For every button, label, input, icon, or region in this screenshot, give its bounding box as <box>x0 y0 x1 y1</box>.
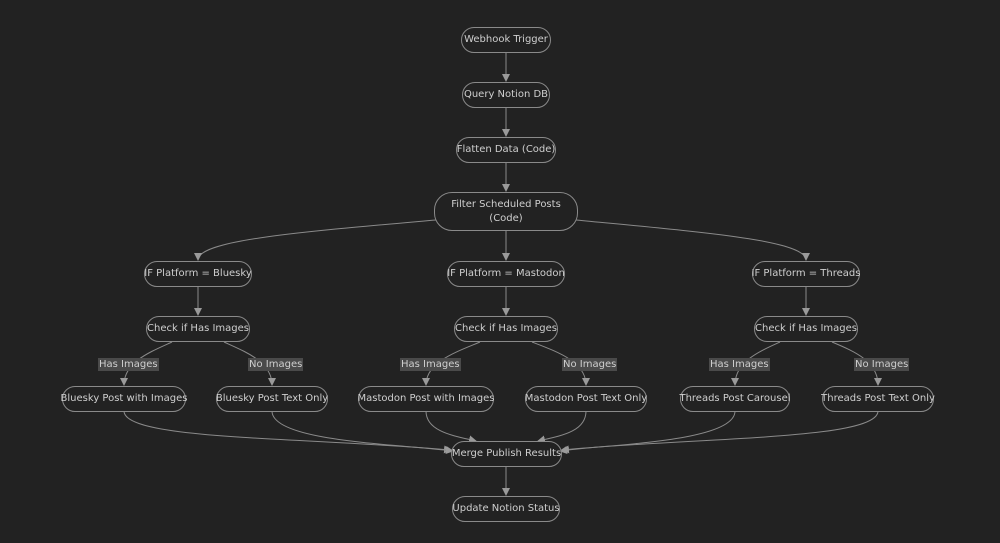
node-check-images-mastodon[interactable]: Check if Has Images <box>454 316 558 342</box>
node-if-platform-threads[interactable]: IF Platform = Threads <box>752 261 860 287</box>
node-threads-post-carousel[interactable]: Threads Post Carousel <box>679 386 791 412</box>
edge-label-mastodon-no-images: No Images <box>562 358 618 371</box>
node-flatten-data[interactable]: Flatten Data (Code) <box>456 137 556 163</box>
edge-threads-carousel-merge <box>559 410 736 454</box>
node-bluesky-post-text-only[interactable]: Bluesky Post Text Only <box>216 386 328 412</box>
node-if-platform-mastodon[interactable]: IF Platform = Mastodon <box>447 261 565 287</box>
edge-label-bluesky-has-images: Has Images <box>98 358 159 371</box>
node-label: Bluesky Post Text Only <box>215 393 329 404</box>
node-label: Flatten Data (Code) <box>456 144 556 155</box>
node-label: (Code) <box>489 212 523 224</box>
node-filter-scheduled-posts[interactable]: Filter Scheduled Posts (Code) <box>434 192 578 231</box>
node-label: Query Notion DB <box>463 89 549 100</box>
node-merge-publish-results[interactable]: Merge Publish Results <box>451 441 562 467</box>
node-label: Bluesky Post with Images <box>60 393 188 404</box>
node-webhook-trigger[interactable]: Webhook Trigger <box>461 27 551 53</box>
node-label: Mastodon Post with Images <box>357 393 495 404</box>
node-label: Check if Has Images <box>755 323 857 334</box>
node-label: IF Platform = Mastodon <box>447 268 565 279</box>
node-label: Threads Post Carousel <box>679 393 791 404</box>
edge-masto-images-merge <box>425 410 477 444</box>
edge-bsky-text-merge <box>271 410 454 455</box>
edge-bsky-images-merge <box>123 410 452 454</box>
node-update-notion-status[interactable]: Update Notion Status <box>452 496 560 522</box>
node-mastodon-post-text-only[interactable]: Mastodon Post Text Only <box>525 386 647 412</box>
node-label: Check if Has Images <box>455 323 557 334</box>
edge-filter-if-bluesky <box>194 219 437 261</box>
node-check-images-bluesky[interactable]: Check if Has Images <box>146 316 250 342</box>
edge-threads-text-merge <box>561 410 879 454</box>
edge-label-threads-no-images: No Images <box>854 358 910 371</box>
node-label: IF Platform = Bluesky <box>144 268 252 279</box>
node-label: Threads Post Text Only <box>821 393 935 404</box>
edge-masto-text-merge <box>537 410 587 444</box>
node-label: Webhook Trigger <box>464 34 548 45</box>
edge-filter-if-threads <box>575 219 810 261</box>
node-label: Mastodon Post Text Only <box>524 393 648 404</box>
edge-label-bluesky-no-images: No Images <box>248 358 304 371</box>
node-if-platform-bluesky[interactable]: IF Platform = Bluesky <box>144 261 252 287</box>
node-label: Merge Publish Results <box>451 448 562 459</box>
node-label: Check if Has Images <box>147 323 249 334</box>
node-label: Filter Scheduled Posts <box>451 198 561 210</box>
node-label: Update Notion Status <box>452 503 560 514</box>
node-bluesky-post-with-images[interactable]: Bluesky Post with Images <box>60 386 188 412</box>
node-mastodon-post-with-images[interactable]: Mastodon Post with Images <box>357 386 495 412</box>
node-threads-post-text-only[interactable]: Threads Post Text Only <box>821 386 935 412</box>
node-check-images-threads[interactable]: Check if Has Images <box>754 316 858 342</box>
node-label: IF Platform = Threads <box>751 268 861 279</box>
edge-label-threads-has-images: Has Images <box>709 358 770 371</box>
edge-label-mastodon-has-images: Has Images <box>400 358 461 371</box>
node-query-notion-db[interactable]: Query Notion DB <box>462 82 550 108</box>
